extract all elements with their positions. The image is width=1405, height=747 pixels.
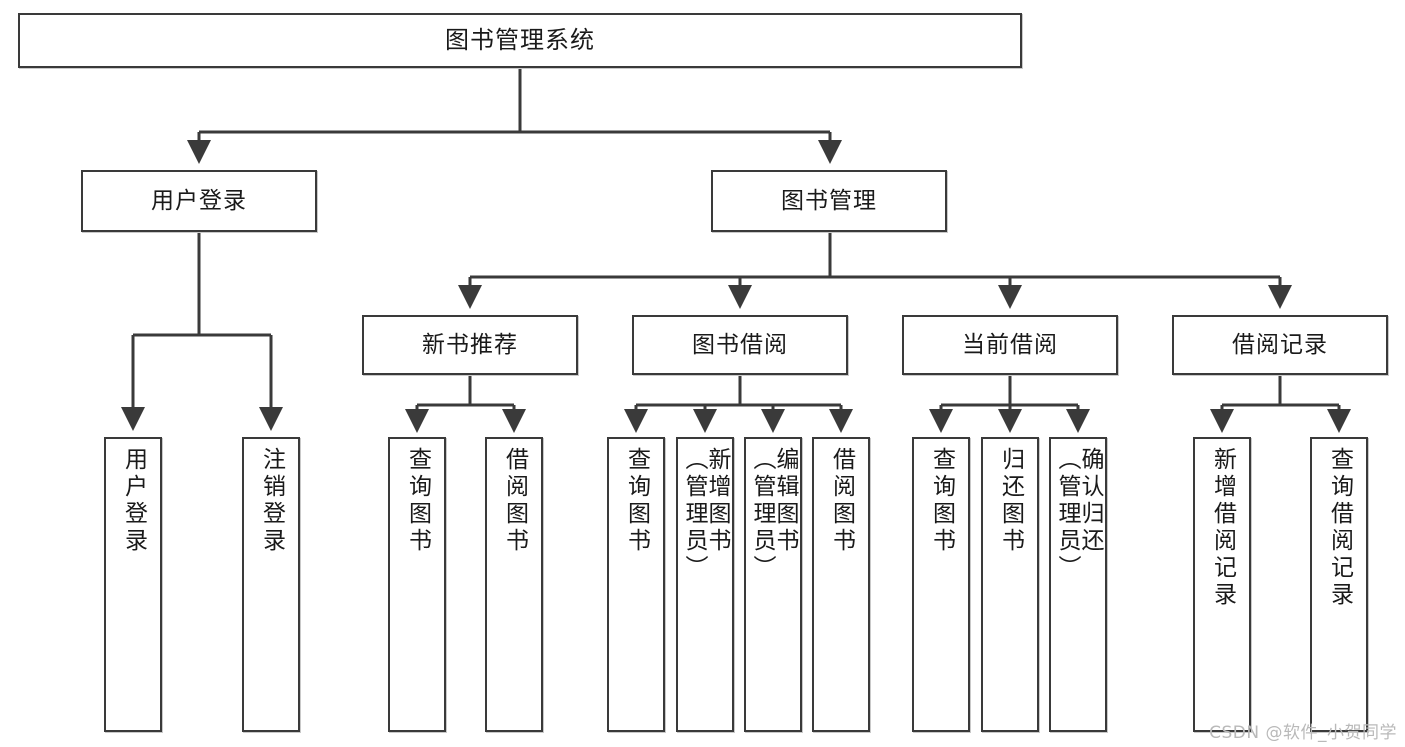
leaf-borrow-borrow-book[interactable]: 借阅图书 [812, 437, 870, 732]
leaf-record-query-record[interactable]: 查询借阅记录 [1310, 437, 1368, 732]
leaf-user-login-logout[interactable]: 注销登录 [242, 437, 300, 732]
node-label: 新书推荐 [422, 331, 518, 358]
node-borrow-record[interactable]: 借阅记录 [1172, 315, 1388, 375]
node-label: 借阅记录 [1232, 331, 1328, 358]
leaf-borrow-add-book[interactable]: 新增图书 （管理员） [676, 437, 734, 732]
node-label: 新增图书 （管理员） [681, 447, 730, 582]
node-label: 图书管理 [781, 187, 877, 214]
node-book-management[interactable]: 图书管理 [711, 170, 947, 232]
node-current-borrow[interactable]: 当前借阅 [902, 315, 1118, 375]
node-label: 用户登录 [151, 187, 247, 214]
node-label: 注销登录 [258, 447, 285, 555]
leaf-recommend-borrow-book[interactable]: 借阅图书 [485, 437, 543, 732]
leaf-current-return-book[interactable]: 归还图书 [981, 437, 1039, 732]
node-label: 查询图书 [623, 447, 650, 555]
node-label: 查询借阅记录 [1326, 447, 1353, 609]
watermark-csdn: CSDN @软件_小贺同学 [1209, 723, 1397, 743]
node-new-book-recommend[interactable]: 新书推荐 [362, 315, 578, 375]
node-label: 图书借阅 [692, 331, 788, 358]
leaf-record-add-record[interactable]: 新增借阅记录 [1193, 437, 1251, 732]
node-label: 归还图书 [997, 447, 1024, 555]
node-label: 新增借阅记录 [1209, 447, 1236, 609]
node-label: 借阅图书 [501, 447, 528, 555]
node-label: 查询图书 [928, 447, 955, 555]
leaf-user-login-login[interactable]: 用户登录 [104, 437, 162, 732]
node-label: 用户登录 [120, 447, 147, 555]
node-label: 查询图书 [404, 447, 431, 555]
node-label: 确认归还 （管理员） [1054, 447, 1103, 582]
node-label: 当前借阅 [962, 331, 1058, 358]
node-label: 编辑图书 （管理员） [749, 447, 798, 582]
leaf-borrow-query-book[interactable]: 查询图书 [607, 437, 665, 732]
leaf-current-query-book[interactable]: 查询图书 [912, 437, 970, 732]
leaf-current-confirm-return[interactable]: 确认归还 （管理员） [1049, 437, 1107, 732]
node-book-borrow[interactable]: 图书借阅 [632, 315, 848, 375]
leaf-borrow-edit-book[interactable]: 编辑图书 （管理员） [744, 437, 802, 732]
node-label: 借阅图书 [828, 447, 855, 555]
node-user-login[interactable]: 用户登录 [81, 170, 317, 232]
leaf-recommend-query-book[interactable]: 查询图书 [388, 437, 446, 732]
node-label: 图书管理系统 [445, 25, 595, 54]
node-root-system[interactable]: 图书管理系统 [18, 13, 1022, 68]
